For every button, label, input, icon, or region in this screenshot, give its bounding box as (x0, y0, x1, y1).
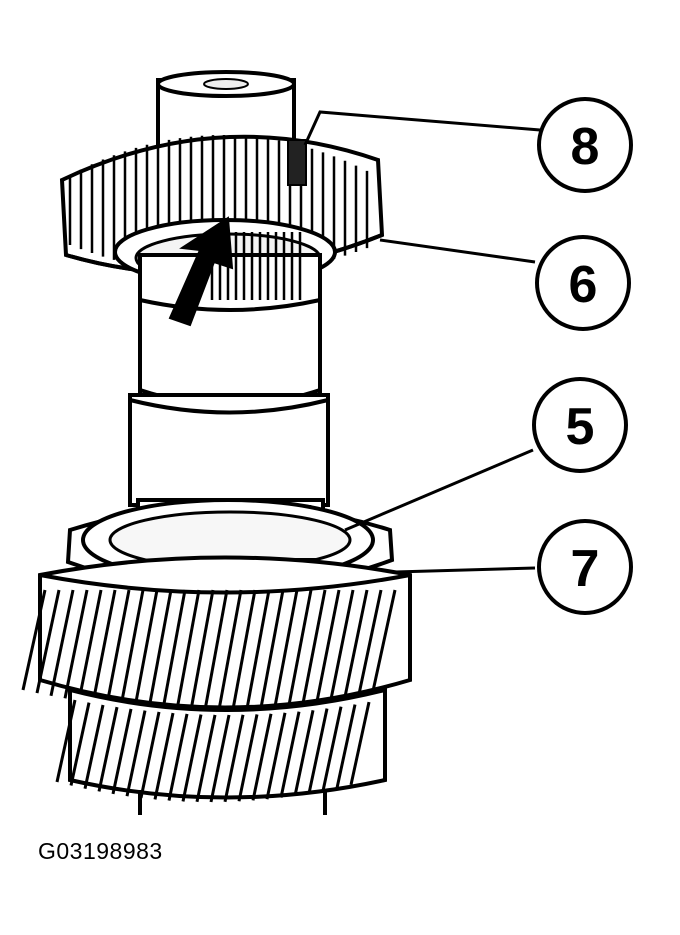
leader-line-8 (303, 110, 541, 146)
callout-8: 8 (537, 97, 633, 193)
leader-lines (303, 110, 541, 574)
callout-6: 6 (535, 235, 631, 331)
figure-id-label: G03198983 (38, 838, 163, 864)
direction-arrow (168, 216, 234, 327)
lower-gear (21, 555, 412, 815)
callout-label-7: 7 (571, 540, 600, 598)
callout-5: 5 (532, 377, 628, 473)
leader-line-6 (379, 238, 536, 264)
leader-line-5 (344, 448, 534, 532)
callout-7: 7 (537, 519, 633, 615)
callout-label-6: 6 (569, 256, 598, 314)
leader-line-7 (394, 566, 536, 574)
callout-label-5: 5 (566, 398, 595, 456)
callout-label-8: 8 (571, 118, 600, 176)
